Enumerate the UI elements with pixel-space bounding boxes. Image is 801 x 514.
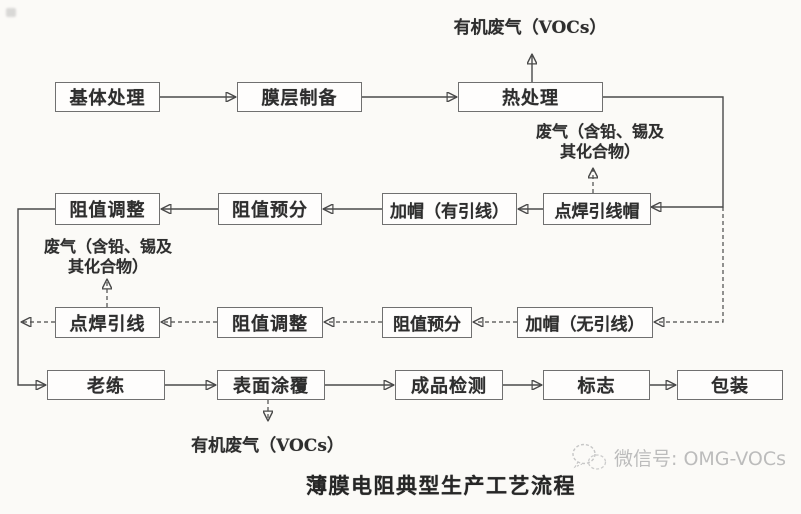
scan-artifact (6, 8, 16, 17)
label-waste-gas-left: 废气（含铅、锡及 其化合物） (20, 237, 196, 277)
arrow-adjust-to-aging (17, 208, 55, 385)
node-substrate-treatment: 基体处理 (55, 82, 160, 112)
node-resistance-adjust-leaded: 阻值调整 (55, 193, 160, 225)
arrow-heat-to-spotweld-cap (603, 96, 724, 207)
label-waste-gas-right-line1: 废气（含铅、锡及 (535, 122, 664, 141)
watermark: 微信号: OMG-VOCs (571, 441, 786, 473)
node-resistance-adjust-leadless: 阻值调整 (217, 307, 323, 338)
node-capping-without-leads: 加帽（无引线） (517, 307, 653, 338)
wechat-icon (572, 443, 607, 470)
node-resistance-presort-leadless: 阻值预分 (382, 307, 472, 338)
node-final-inspection: 成品检测 (395, 370, 503, 400)
arrow-heat-to-capping-leadless (654, 207, 724, 322)
label-waste-gas-right: 废气（含铅、锡及 其化合物） (505, 122, 695, 162)
node-spot-weld-lead-cap: 点焊引线帽 (543, 193, 651, 225)
watermark-text: 微信号: OMG-VOCs (614, 447, 787, 470)
node-surface-coating: 表面涂覆 (217, 370, 325, 400)
node-packaging: 包装 (677, 370, 783, 400)
label-waste-gas-left-line2: 其化合物） (67, 257, 148, 276)
diagram-caption: 薄膜电阻典型生产工艺流程 (306, 473, 576, 498)
node-capping-with-leads: 加帽（有引线） (382, 193, 517, 225)
node-film-preparation: 膜层制备 (237, 82, 362, 112)
label-waste-gas-right-line2: 其化合物） (559, 142, 640, 161)
label-waste-gas-left-line1: 废气（含铅、锡及 (43, 237, 172, 256)
label-voc-exhaust-bottom: 有机废气（VOCs） (191, 436, 344, 456)
node-resistance-presort-leaded: 阻值预分 (218, 193, 322, 225)
node-marking: 标志 (543, 370, 650, 400)
node-aging: 老练 (47, 370, 165, 400)
node-heat-treatment: 热处理 (458, 82, 603, 112)
node-spot-weld-leads: 点焊引线 (55, 307, 160, 338)
label-voc-exhaust-top: 有机废气（VOCs） (453, 18, 607, 38)
